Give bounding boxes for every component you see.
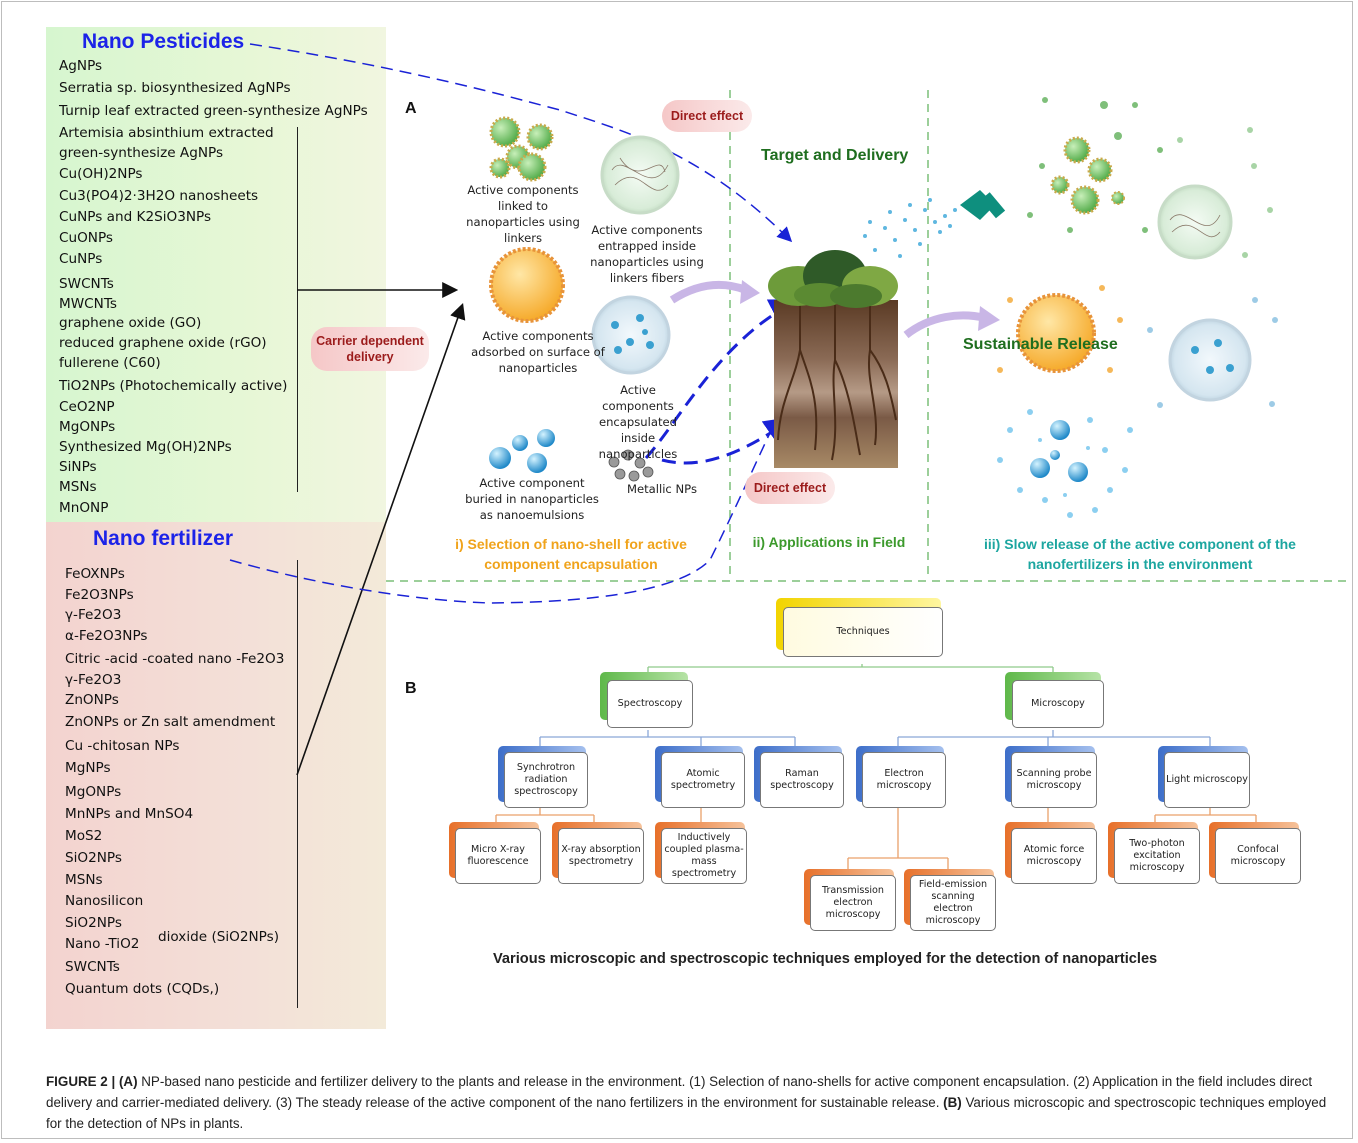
panel-b-label: B	[405, 680, 417, 697]
list-item: Nano -TiO2	[65, 936, 140, 952]
list-item: Cu(OH)2NPs	[59, 166, 143, 182]
caption-label-b: (B)	[943, 1095, 962, 1110]
icp-ms-box: Inductively coupled plasma-mass spectrom…	[661, 828, 747, 884]
xray-absorption-box: X-ray absorption spectrometry	[558, 828, 644, 884]
caption-buried: Active component buried in nanoparticles…	[465, 476, 599, 522]
list-item: green-synthesize AgNPs	[59, 145, 224, 161]
list-item: Serratia sp. biosynthesized AgNPs	[59, 80, 291, 96]
list-item: SWCNTs	[65, 959, 120, 975]
list-item: ZnONPs or Zn salt amendment	[65, 714, 276, 730]
list-item: Citric -acid -coated nano -Fe2O3	[65, 651, 285, 667]
list-item: Turnip leaf extracted green-synthesize A…	[59, 103, 368, 119]
confocal-box: Confocal microscopy	[1215, 828, 1301, 884]
list-item: Quantum dots (CQDs,)	[65, 981, 220, 997]
techniques-box: Techniques	[783, 607, 943, 657]
step-2-title: ii) Applications in Field	[752, 534, 906, 550]
synchrotron-box: Synchrotron radiation spectroscopy	[504, 752, 588, 808]
figure-caption: FIGURE 2 | (A) NP-based nano pesticide a…	[46, 1071, 1336, 1134]
list-item: CeO2NP	[59, 399, 115, 415]
step-3-title: iii) Slow release of the active componen…	[984, 536, 1296, 572]
pesticide-bracket-line	[297, 127, 298, 492]
nano-fertilizer-panel	[46, 522, 386, 1029]
list-item: MgNPs	[65, 760, 111, 776]
list-item: MgONPs	[59, 419, 116, 435]
list-item: Artemisia absinthium extracted	[59, 125, 274, 141]
light-microscopy-box: Light microscopy	[1164, 752, 1250, 808]
scanning-probe-box: Scanning probe microscopy	[1011, 752, 1097, 808]
list-item: Cu -chitosan NPs	[65, 738, 180, 754]
caption-entrapped: Active components entrapped inside nanop…	[590, 223, 704, 285]
list-item: CuNPs	[59, 251, 103, 267]
list-item: ZnONPs	[65, 692, 119, 708]
spectroscopy-box: Spectroscopy	[607, 680, 693, 728]
list-item: α-Fe2O3NPs	[65, 628, 148, 644]
direct-effect-top-pill: Direct effect	[662, 100, 752, 132]
list-item: MoS2	[65, 828, 103, 844]
nano-pesticides-title: Nano Pesticides	[82, 30, 245, 53]
list-item: SiO2NPs	[65, 850, 122, 866]
list-item: reduced graphene oxide (rGO)	[59, 335, 267, 351]
electron-microscopy-box: Electron microscopy	[862, 752, 946, 808]
step-1-title: i) Selection of nano-shell for active co…	[455, 536, 687, 572]
sio2-note: dioxide (SiO2NPs)	[158, 929, 280, 945]
atomic-spectrometry-box: Atomic spectrometry	[661, 752, 745, 808]
caption-linked: Active components linked to nanoparticle…	[466, 183, 580, 245]
list-item: Nanosilicon	[65, 893, 144, 909]
sustainable-release-label: Sustainable Release	[963, 336, 1118, 353]
list-item: Synthesized Mg(OH)2NPs	[59, 439, 232, 455]
micro-xray-box: Micro X-ray fluorescence	[455, 828, 541, 884]
list-item: Fe2O3NPs	[65, 587, 134, 603]
list-item: SiNPs	[59, 459, 97, 475]
list-item: graphene oxide (GO)	[59, 315, 202, 331]
list-item: MgONPs	[65, 784, 122, 800]
panel-b-title: Various microscopic and spectroscopic te…	[493, 951, 1158, 967]
list-item: γ-Fe2O3	[65, 672, 122, 688]
direct-effect-bottom-pill: Direct effect	[745, 472, 835, 504]
list-item: fullerene (C60)	[59, 355, 161, 371]
list-item: SiO2NPs	[65, 915, 122, 931]
fesem-box: Field-emission scanning electron microsc…	[910, 875, 996, 931]
list-item: Cu3(PO4)2·3H2O nanosheets	[59, 188, 259, 204]
list-item: MWCNTs	[59, 296, 117, 312]
list-item: TiO2NPs (Photochemically active)	[59, 378, 288, 394]
list-item: FeOXNPs	[65, 566, 125, 582]
afm-box: Atomic force microscopy	[1011, 828, 1097, 884]
two-photon-box: Two-photon excitation microscopy	[1114, 828, 1200, 884]
microscopy-box: Microscopy	[1012, 680, 1104, 728]
list-item: MnONP	[59, 500, 109, 516]
list-item: MSNs	[65, 872, 103, 888]
target-and-delivery-label: Target and Delivery	[761, 147, 909, 164]
caption-metallic: Metallic NPs	[626, 482, 697, 496]
caption-encapsulated: Active components encapsulated inside na…	[598, 383, 678, 461]
tem-box: Transmission electron microscopy	[810, 875, 896, 931]
list-item: CuONPs	[59, 230, 114, 246]
list-item: CuNPs and K2SiO3NPs	[59, 209, 212, 225]
nano-fertilizer-title: Nano fertilizer	[93, 527, 234, 550]
list-item: AgNPs	[59, 58, 103, 74]
fertilizer-bracket-line	[297, 560, 298, 1008]
caption-part-b: Various microscopic and spectroscopic te…	[46, 1095, 1327, 1131]
panel-a-label: A	[405, 100, 417, 117]
raman-box: Raman spectroscopy	[760, 752, 844, 808]
list-item: MSNs	[59, 479, 97, 495]
carrier-dependent-pill: Carrier dependent delivery	[311, 327, 429, 371]
list-item: MnNPs and MnSO4	[65, 806, 194, 822]
nano-pesticides-panel	[46, 27, 386, 522]
caption-adsorbed: Active components adsorbed on surface of…	[471, 329, 605, 375]
caption-part-a: NP-based nano pesticide and fertilizer d…	[46, 1074, 1313, 1110]
list-item: SWCNTs	[59, 276, 114, 292]
list-item: γ-Fe2O3	[65, 607, 122, 623]
caption-label-a: FIGURE 2 | (A)	[46, 1074, 138, 1089]
